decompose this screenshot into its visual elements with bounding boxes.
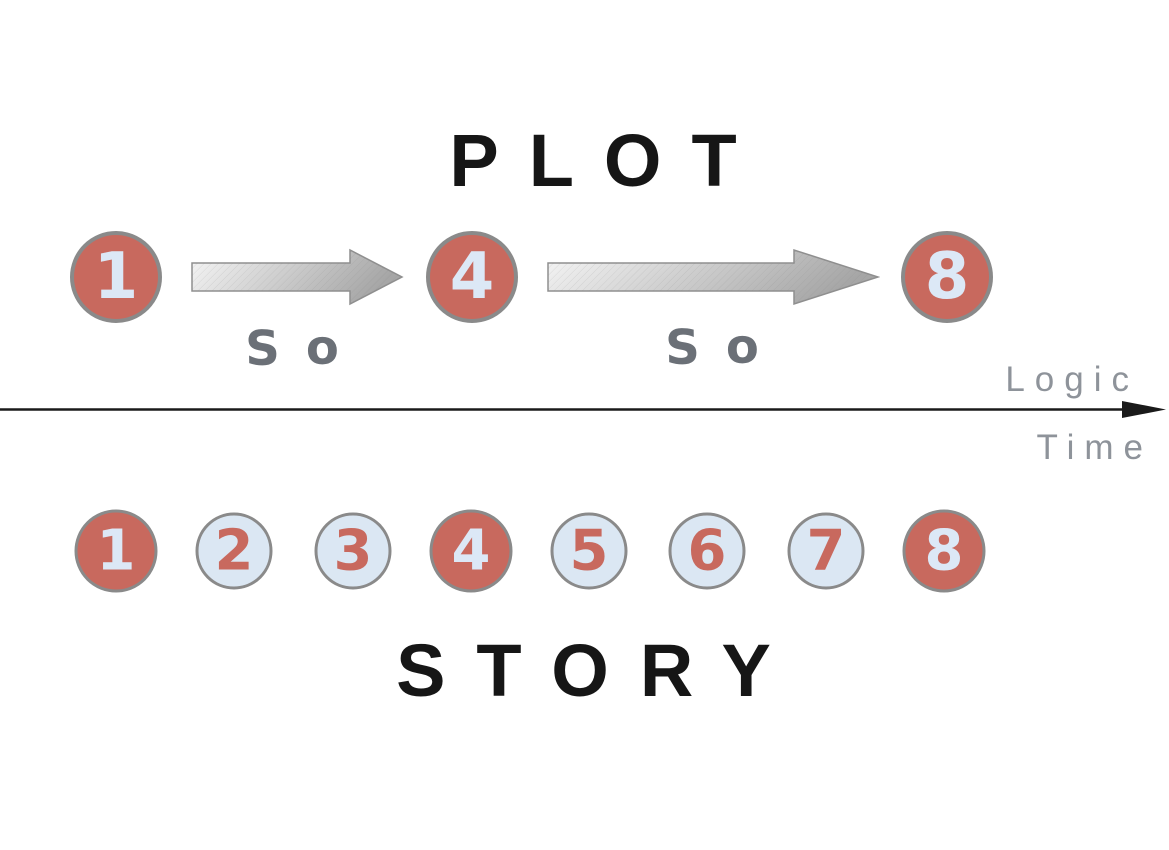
story-title: STORY (396, 629, 802, 712)
story-node-6: 6 (668, 512, 746, 590)
plot-node-8-label: 8 (924, 240, 970, 314)
arrow-right-icon (191, 248, 404, 306)
story-node-8-label: 8 (924, 518, 964, 583)
story-node-4: 4 (429, 509, 513, 593)
story-node-2: 2 (195, 512, 273, 590)
logic-time-axis-arrow-icon (0, 401, 1166, 418)
story-node-4-label: 4 (451, 518, 491, 583)
plot-node-4-label: 4 (449, 240, 495, 314)
plot-node-1: 1 (70, 231, 162, 323)
plot-title: PLOT (449, 119, 767, 202)
axis-label-time: Time (1036, 428, 1153, 467)
story-node-8: 8 (902, 509, 986, 593)
axis-label-logic: Logic (1005, 360, 1139, 399)
story-node-7-label: 7 (806, 518, 846, 583)
story-node-3: 3 (314, 512, 392, 590)
arrow-right-icon (547, 248, 880, 306)
story-node-3-label: 3 (333, 518, 373, 583)
story-node-5-label: 5 (569, 518, 609, 583)
story-node-2-label: 2 (214, 518, 254, 583)
story-node-7: 7 (787, 512, 865, 590)
plot-node-8: 8 (901, 231, 993, 323)
plot-node-1-label: 1 (93, 240, 139, 314)
connector-label-so-1: So (244, 318, 366, 378)
connector-label-so-2: So (664, 317, 786, 377)
story-node-6-label: 6 (687, 518, 727, 583)
story-node-1: 1 (74, 509, 158, 593)
plot-node-4: 4 (426, 231, 518, 323)
story-node-5: 5 (550, 512, 628, 590)
story-node-1-label: 1 (96, 518, 136, 583)
